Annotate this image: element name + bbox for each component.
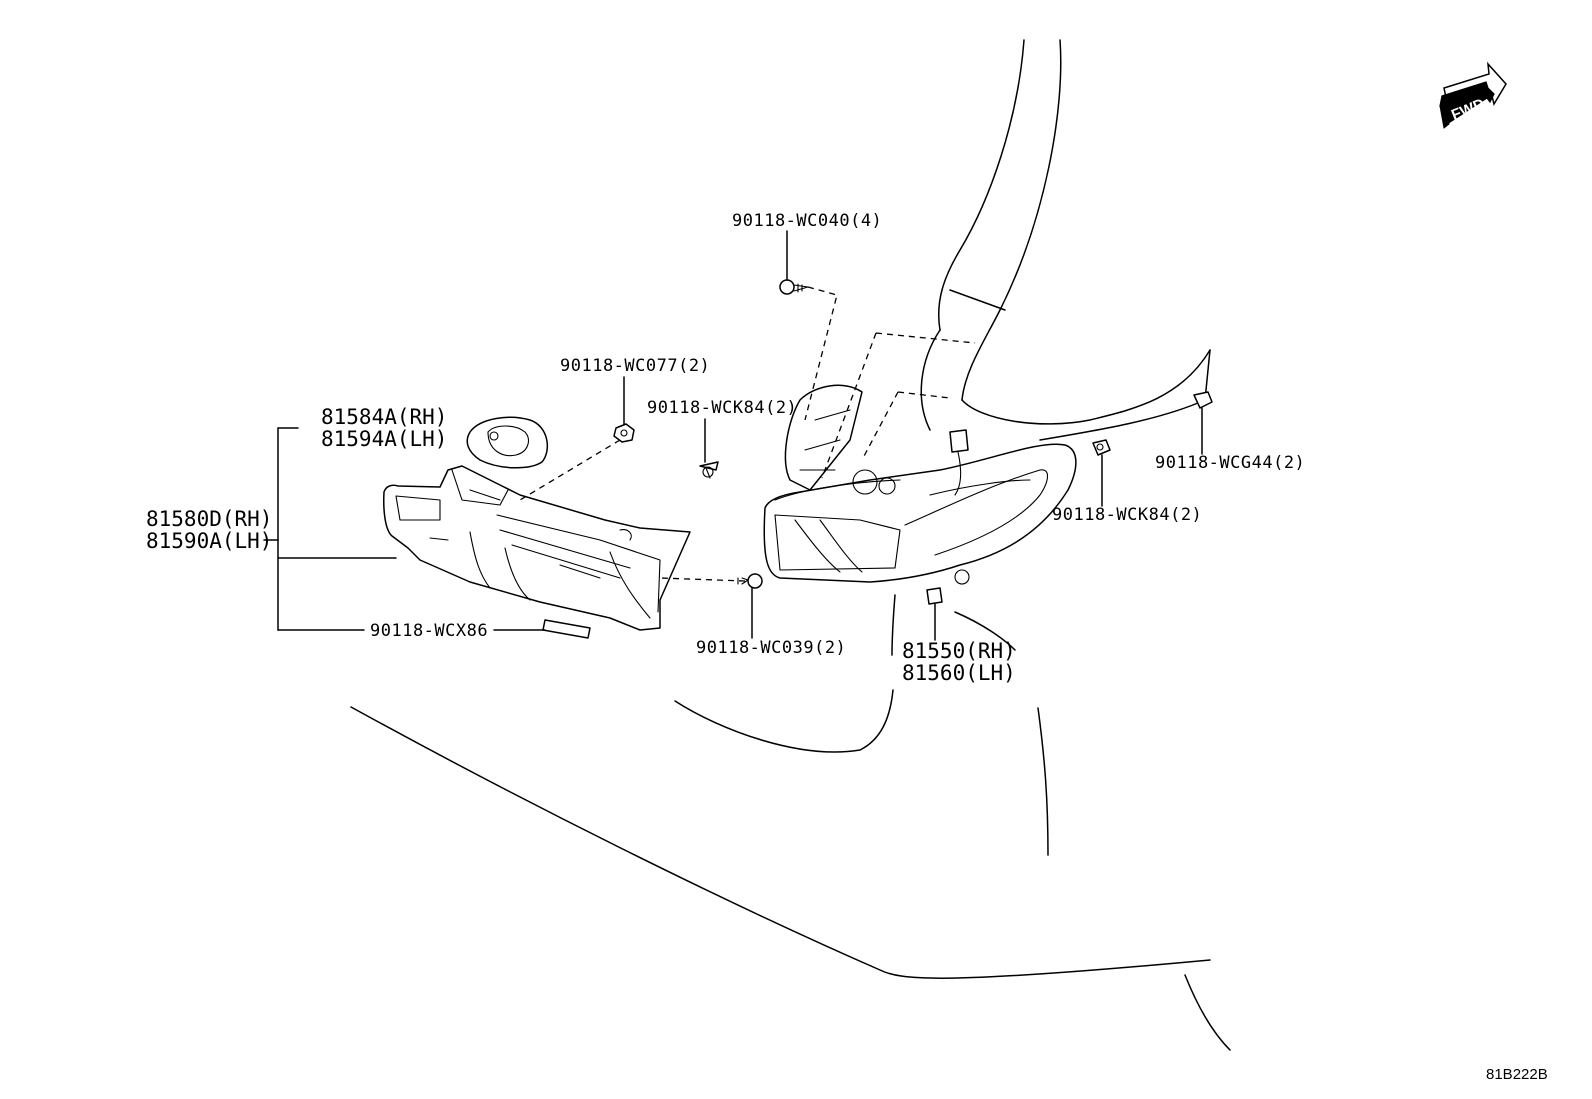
clip-icon xyxy=(699,461,719,479)
label-clip-right-top: 90118-WCG44(2) xyxy=(1155,453,1305,473)
pad-part xyxy=(542,619,591,639)
part-labels: 90118-WC040(4) 90118-WC077(2) 90118-WCK8… xyxy=(146,211,1305,685)
label-socket-lh: 81594A(LH) xyxy=(321,427,447,451)
diagram-id: 81B222B xyxy=(1486,1066,1548,1083)
label-bulb-rh: 81550(RH) xyxy=(902,639,1016,663)
label-screw-top: 90118-WC040(4) xyxy=(732,211,882,231)
socket-part xyxy=(466,416,549,469)
leader-lines xyxy=(263,230,1203,641)
label-clip-right: 90118-WCK84(2) xyxy=(1052,505,1202,525)
label-lamp-assy-lh: 81590A(LH) xyxy=(146,529,272,553)
vehicle-body-outline xyxy=(350,39,1231,1051)
alignment-dash-lines xyxy=(519,286,976,582)
fasteners xyxy=(613,279,1213,589)
label-nut-upper: 90118-WC077(2) xyxy=(560,356,710,376)
clip-icon xyxy=(1092,439,1111,456)
label-socket-rh: 81584A(RH) xyxy=(321,405,447,429)
label-clip-left: 90118-WCK84(2) xyxy=(647,398,797,418)
label-lamp-assy-rh: 81580D(RH) xyxy=(146,507,272,531)
screw-icon xyxy=(779,279,809,295)
side-lamp-housing xyxy=(763,443,1077,583)
label-screw-bottom: 90118-WC039(2) xyxy=(696,638,846,658)
clip-icon xyxy=(1193,391,1213,409)
label-bulb-lh: 81560(LH) xyxy=(902,661,1016,685)
fwd-indicator: FWD xyxy=(1439,61,1507,129)
lamp-assembly-left xyxy=(383,465,691,631)
screw-icon xyxy=(737,573,763,589)
fwd-arrow-icon xyxy=(1439,61,1507,129)
label-pad: 90118-WCX86 xyxy=(370,621,488,641)
nut-icon xyxy=(613,423,635,443)
bulb-socket-part xyxy=(784,384,970,605)
